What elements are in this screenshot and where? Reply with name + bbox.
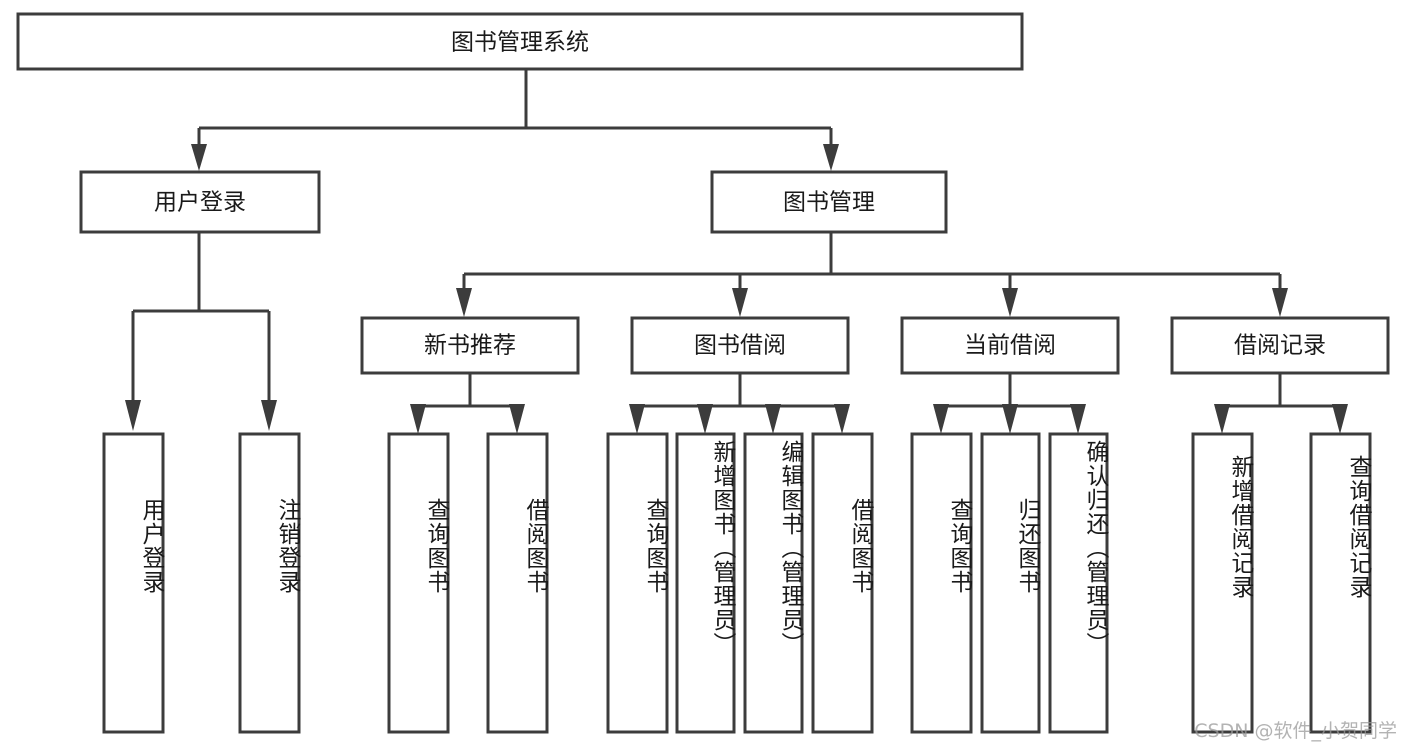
arrow-bb-c2 (697, 404, 713, 434)
arrow-bb-c1 (629, 404, 645, 434)
leaf-box-new-book-2[interactable] (486, 432, 549, 734)
connector-group-new-book (410, 373, 525, 434)
node-root-system-box[interactable] (16, 12, 1024, 71)
node-book-borrow-label: 图书借阅 (694, 333, 786, 359)
watermark-text: CSDN @软件_小贺同学 (1194, 720, 1397, 742)
arrow-bb-c3 (765, 404, 781, 434)
arrow-nb-c2 (509, 404, 525, 434)
leaf-box-borrow-record-2[interactable] (1309, 432, 1372, 734)
node-root-system[interactable]: 图书管理系统 (16, 12, 1024, 71)
node-new-book-recommend[interactable]: 新书推荐 (360, 316, 580, 375)
leaf-box-user-login-1[interactable] (102, 432, 165, 734)
node-borrow-record-box[interactable] (1170, 316, 1390, 375)
arrow-root-to-user-login (191, 144, 207, 171)
node-user-login-box[interactable] (79, 170, 321, 234)
leaf-box-current-borrow-2[interactable] (980, 432, 1041, 734)
arrow-br-c2 (1332, 404, 1348, 434)
leaf-box-user-login-2[interactable] (238, 432, 301, 734)
arrow-bm-to-borrow-record (1272, 288, 1288, 317)
arrow-cb-c3 (1070, 404, 1086, 434)
node-book-manage-label: 图书管理 (783, 190, 875, 216)
node-user-login-label: 用户登录 (154, 190, 246, 216)
leaf-box-current-borrow-1[interactable] (910, 432, 973, 734)
node-new-book-recommend-box[interactable] (360, 316, 580, 375)
node-user-login[interactable]: 用户登录 (79, 170, 321, 234)
arrow-bb-c4 (834, 404, 850, 434)
leaf-box-book-borrow-4[interactable] (811, 432, 874, 734)
node-current-borrow-box[interactable] (900, 316, 1120, 375)
arrow-nb-c1 (410, 404, 426, 434)
node-current-borrow[interactable]: 当前借阅 (900, 316, 1120, 375)
arrow-bm-to-current-borrow (1002, 288, 1018, 317)
connector-group-book-borrow (629, 373, 850, 434)
leaf-box-book-borrow-3[interactable] (743, 432, 804, 734)
leaf-box-book-borrow-1[interactable] (606, 432, 669, 734)
leaf-box-current-borrow-3[interactable] (1048, 432, 1109, 734)
node-book-manage[interactable]: 图书管理 (710, 170, 948, 234)
leaf-box-new-book-1[interactable] (387, 432, 450, 734)
arrow-user-login-c2 (261, 400, 277, 431)
node-book-borrow[interactable]: 图书借阅 (630, 316, 850, 375)
node-borrow-record-label: 借阅记录 (1234, 333, 1326, 359)
connector-group-current-borrow (933, 373, 1086, 434)
arrow-br-c1 (1214, 404, 1230, 434)
node-current-borrow-label: 当前借阅 (964, 333, 1056, 359)
leaf-box-borrow-record-1[interactable] (1191, 432, 1254, 734)
connector-group-book-manage (456, 232, 1288, 317)
node-new-book-recommend-label: 新书推荐 (424, 333, 516, 359)
arrow-user-login-c1 (125, 400, 141, 431)
arrow-bm-to-new-book (456, 288, 472, 317)
leaf-box-book-borrow-2[interactable] (675, 432, 736, 734)
arrow-cb-c1 (933, 404, 949, 434)
arrow-root-to-book-manage (823, 144, 839, 171)
node-book-manage-box[interactable] (710, 170, 948, 234)
node-book-borrow-box[interactable] (630, 316, 850, 375)
node-borrow-record[interactable]: 借阅记录 (1170, 316, 1390, 375)
node-root-system-label: 图书管理系统 (451, 30, 589, 56)
arrow-cb-c2 (1002, 404, 1018, 434)
connector-group-user-login (125, 232, 277, 431)
arrow-bm-to-book-borrow (732, 288, 748, 317)
connector-group-root (191, 69, 839, 171)
connector-group-borrow-record (1214, 373, 1348, 434)
